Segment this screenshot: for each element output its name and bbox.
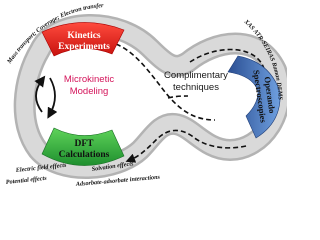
complimentary-label-line2: techniques	[173, 82, 219, 93]
potential-label: Potential effects	[5, 175, 47, 186]
dashed-path-center	[167, 95, 189, 99]
operando-block: Operando Spectroscopies	[227, 55, 281, 139]
kinetics-block: Kinetics Experiments	[41, 22, 125, 57]
kinetics-shape	[41, 22, 125, 57]
arrow-up-icon	[34, 75, 46, 113]
microkinetic-label-line1: Microkinetic	[64, 74, 114, 85]
arrow-down-icon	[47, 77, 58, 119]
dft-title-line1: DFT	[75, 139, 95, 149]
dft-block: DFT Calculations	[41, 127, 125, 166]
ribbon-inner	[16, 16, 287, 177]
kinetics-title-line1: Kinetics	[67, 31, 101, 41]
left-cycle-arrows	[34, 75, 58, 119]
dashed-path-middle	[115, 43, 216, 121]
complimentary-label-line1: Complimentary	[164, 70, 228, 81]
kinetics-title-line2: Experiments	[58, 42, 110, 52]
dft-shape	[41, 127, 125, 166]
dashed-path-bottom	[125, 129, 247, 163]
gray-ribbon	[13, 14, 287, 179]
operando-shape	[227, 55, 281, 139]
dft-title-line2: Calculations	[59, 150, 110, 160]
diagram-canvas: Kinetics Experiments DFT Calculations Op…	[5, 2, 287, 188]
microkinetic-label-line2: Modeling	[70, 86, 109, 97]
